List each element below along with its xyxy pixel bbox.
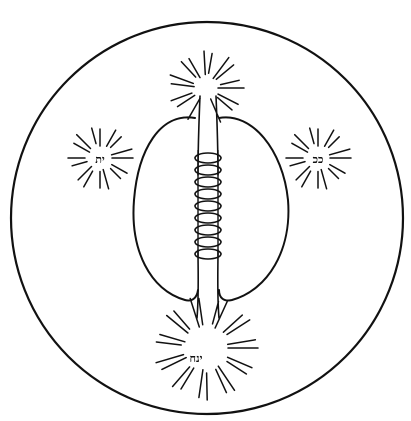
light-ray (221, 80, 240, 84)
left-node: ית (68, 128, 133, 189)
light-ray (103, 170, 108, 189)
light-ray (321, 170, 326, 189)
light-ray (329, 169, 339, 179)
light-ray (290, 162, 305, 166)
outer-circle (11, 22, 403, 414)
light-ray (170, 75, 193, 83)
coil-loop (195, 177, 221, 187)
coil-loop (195, 237, 221, 247)
left-lobe (133, 117, 198, 300)
light-ray (227, 320, 250, 335)
light-ray (228, 357, 252, 367)
central-coil (195, 150, 221, 259)
light-ray (223, 315, 242, 332)
light-ray (174, 311, 190, 329)
light-ray (181, 62, 195, 77)
coil-loop (195, 189, 221, 199)
light-ray (111, 169, 121, 179)
bottom-node-label: ינח (190, 352, 203, 365)
right-node: ככ (286, 128, 351, 189)
light-ray (204, 51, 205, 74)
central-stem (197, 96, 219, 318)
light-ray (188, 98, 200, 119)
coil-loop (195, 213, 221, 223)
light-ray (112, 149, 132, 155)
light-ray (160, 335, 185, 342)
light-ray (181, 368, 194, 389)
light-ray (216, 65, 233, 79)
light-ray (329, 137, 340, 148)
light-ray (171, 84, 194, 87)
coil-loop (195, 201, 221, 211)
light-ray (207, 373, 208, 400)
coil-loop (195, 249, 221, 259)
light-ray (228, 340, 256, 345)
light-ray (92, 128, 96, 144)
top-node (170, 51, 244, 122)
light-ray (199, 370, 203, 398)
left-node-label: ית (95, 153, 105, 166)
light-ray (330, 149, 350, 155)
light-ray (209, 54, 213, 74)
light-ray (111, 137, 122, 148)
light-ray (72, 162, 87, 166)
right-lobe (219, 117, 288, 300)
right-node-label: ככ (313, 153, 324, 166)
light-ray (173, 367, 190, 387)
light-ray (218, 94, 238, 104)
light-ray (218, 366, 234, 390)
light-ray (216, 369, 227, 392)
light-ray (199, 299, 203, 325)
light-ray (213, 302, 219, 324)
coil-loop (195, 165, 221, 175)
coil-loop (195, 225, 221, 235)
light-ray (310, 128, 314, 144)
bottom-node: ינח (156, 299, 258, 401)
light-ray (156, 342, 181, 345)
